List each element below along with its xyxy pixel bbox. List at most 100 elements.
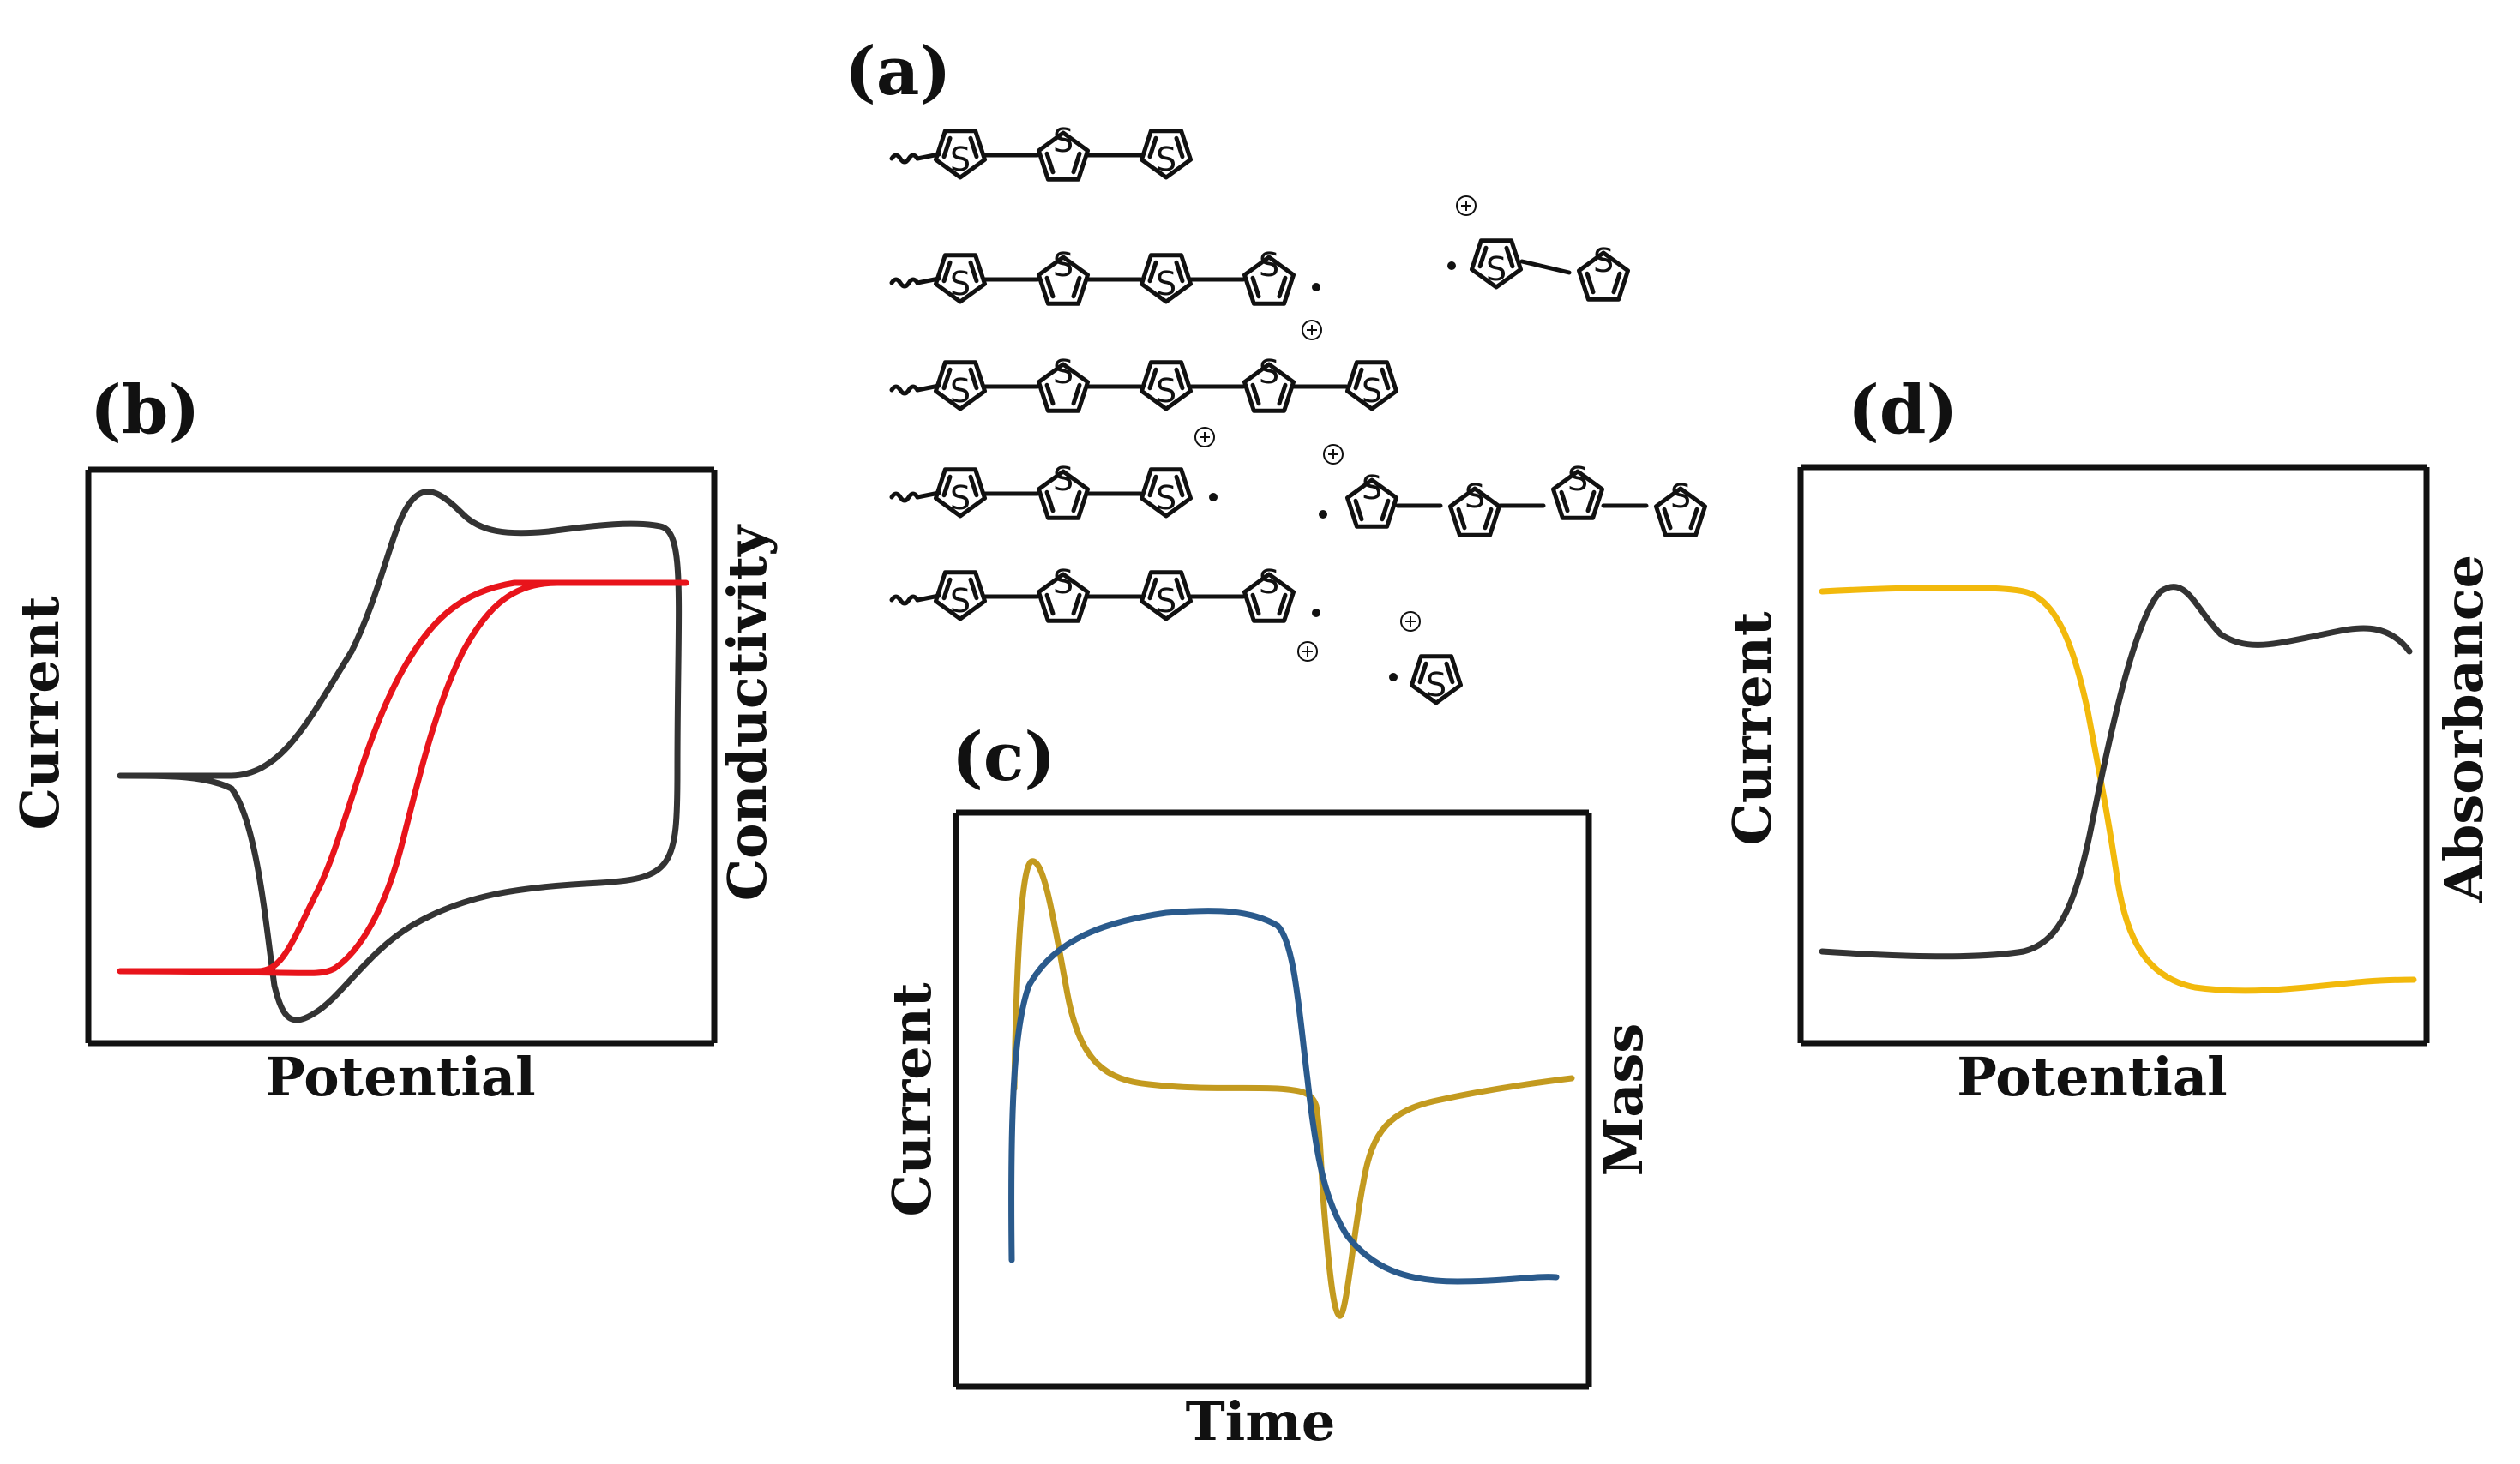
single-bond [1519,259,1572,275]
double-bond [1662,507,1673,531]
panel-b-current-curve [117,489,683,1023]
panel-b-label: (b) [90,371,200,449]
panel-b-y-label-right: Conductivity [716,524,779,901]
double-bond [1456,507,1467,531]
thiophene-ring [1242,255,1296,306]
double-bond [1174,135,1185,159]
double-bond [1380,498,1391,522]
double-bond [1585,271,1596,295]
double-bond [941,135,953,159]
cation-charge [1302,320,1322,340]
radical-dot [1389,673,1398,681]
double-bond [1044,382,1056,406]
double-bond [1559,489,1570,513]
sulfur-atom: S [1426,666,1446,704]
panel-c-mass-curve [1008,908,1560,1285]
thiophene-ring [1036,362,1091,413]
sulfur-atom: S [1259,563,1279,601]
double-bond [1353,367,1364,391]
panel-a-label: (a) [845,33,951,111]
sulfur-atom: S [1053,122,1074,159]
thiophene-ring [1139,467,1194,519]
double-bond [968,367,979,391]
double-bond [1174,577,1185,601]
thiophene-ring [1036,572,1091,623]
sulfur-atom: S [950,372,971,410]
double-bond [1380,367,1391,391]
chain-end-squiggle [889,491,920,503]
panel-b-y-label-left: Current [9,596,71,830]
sulfur-atom: S [1053,353,1074,391]
double-bond [1277,382,1288,406]
double-bond [1353,498,1364,522]
sulfur-atom: S [1486,250,1507,288]
thiophene-ring [1242,572,1296,623]
cation-charge [1297,641,1318,662]
thiophene-ring [1653,486,1708,537]
chain-end-squiggle [889,277,920,289]
radical-dot [1319,510,1327,519]
double-bond [968,260,979,284]
sulfur-atom: S [1670,477,1691,515]
panel-d-absorbance-curve [1819,584,2417,994]
panel-b: (b) Potential Current Conductivity [9,371,779,1108]
sulfur-atom: S [950,582,971,620]
cation-charge [1323,444,1344,465]
thiophene-ring [933,360,988,411]
panel-d-y-label-right: Absorbance [2433,555,2495,903]
sulfur-atom: S [1567,460,1588,498]
sulfur-atom: S [1156,479,1176,517]
double-bond [1585,489,1597,513]
double-bond [1417,661,1428,685]
double-bond [1477,245,1489,269]
panel-c-x-label: Time [1186,1390,1336,1453]
thiophene-ring [933,467,988,519]
thiophene-ring [1139,129,1194,180]
sulfur-atom: S [1259,246,1279,284]
thiophene-ring [1550,469,1605,520]
double-bond [1147,474,1158,498]
radical-dot [1312,283,1320,291]
thiophene-ring [933,253,988,304]
double-bond [1250,382,1261,406]
double-bond [1071,489,1082,513]
double-bond [968,135,979,159]
sulfur-atom: S [1593,242,1614,279]
double-bond [1071,382,1082,406]
sulfur-atom: S [1053,563,1074,601]
sulfur-atom: S [1156,265,1176,303]
sulfur-atom: S [1362,372,1382,410]
double-bond [1071,592,1082,616]
double-bond [1147,135,1158,159]
cation-charge [1456,195,1477,216]
double-bond [968,474,979,498]
double-bond [1688,507,1699,531]
double-bond [1044,275,1056,299]
double-bond [1483,507,1494,531]
double-bond [941,474,953,498]
thiophene-ring [1036,469,1091,520]
sulfur-atom: S [1156,582,1176,620]
thiophene-ring [1469,238,1524,290]
double-bond [1444,661,1455,685]
thiophene-ring [1036,130,1091,182]
double-bond [968,577,979,601]
double-bond [941,260,953,284]
sulfur-atom: S [950,141,971,178]
sulfur-atom: S [1156,372,1176,410]
chain-end-squiggle [889,594,920,606]
panel-c-current-curve [1011,858,1575,1319]
double-bond [1250,592,1261,616]
sulfur-atom: S [950,479,971,517]
double-bond [1044,592,1056,616]
sulfur-atom: S [1464,477,1485,515]
radical-dot [1209,493,1218,501]
double-bond [941,577,953,601]
panel-d: (d) Potential Current Absorbance [1721,371,2495,1108]
double-bond [1147,260,1158,284]
thiophene-ring [1242,362,1296,413]
cation-charge [1400,611,1421,632]
panel-c: (c) Time Current Mass [881,718,1655,1453]
